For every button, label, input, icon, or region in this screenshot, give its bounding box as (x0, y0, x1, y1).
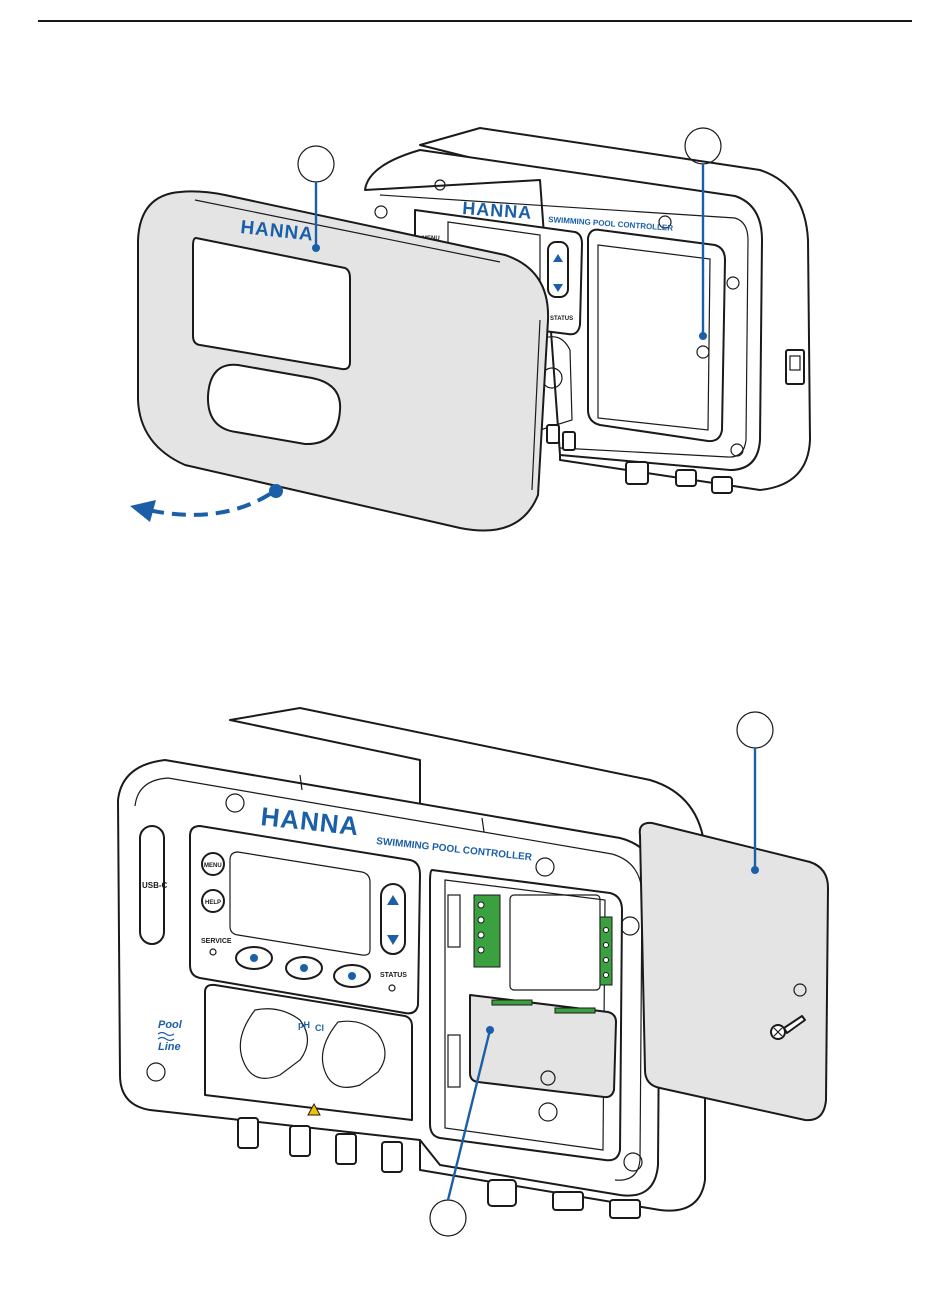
terminal-cover-door[interactable] (640, 823, 828, 1120)
status-label-bottom: STATUS (380, 972, 407, 979)
pool-line-logo-line1: Pool (158, 1019, 183, 1031)
ph-label: pH (298, 1020, 310, 1030)
cl-label: Cl (315, 1023, 324, 1033)
help-button-label: HELP (205, 900, 221, 906)
terminal-block-left (474, 895, 500, 967)
callout-circle-4 (430, 1200, 466, 1236)
callout-dot-3 (751, 866, 759, 874)
controller-body-bottom: USB-C HANNA SWIMMING POOL CONTROLLER MEN… (118, 708, 705, 1218)
menu-button-label: MENU (204, 863, 222, 869)
terminal-block-right (600, 917, 612, 985)
pool-line-logo-line2: Line (158, 1041, 181, 1053)
usb-c-label: USB-C (142, 881, 168, 890)
service-label: SERVICE (201, 938, 232, 945)
callout-dot-4 (486, 1026, 494, 1034)
callout-circle-3 (737, 712, 773, 748)
